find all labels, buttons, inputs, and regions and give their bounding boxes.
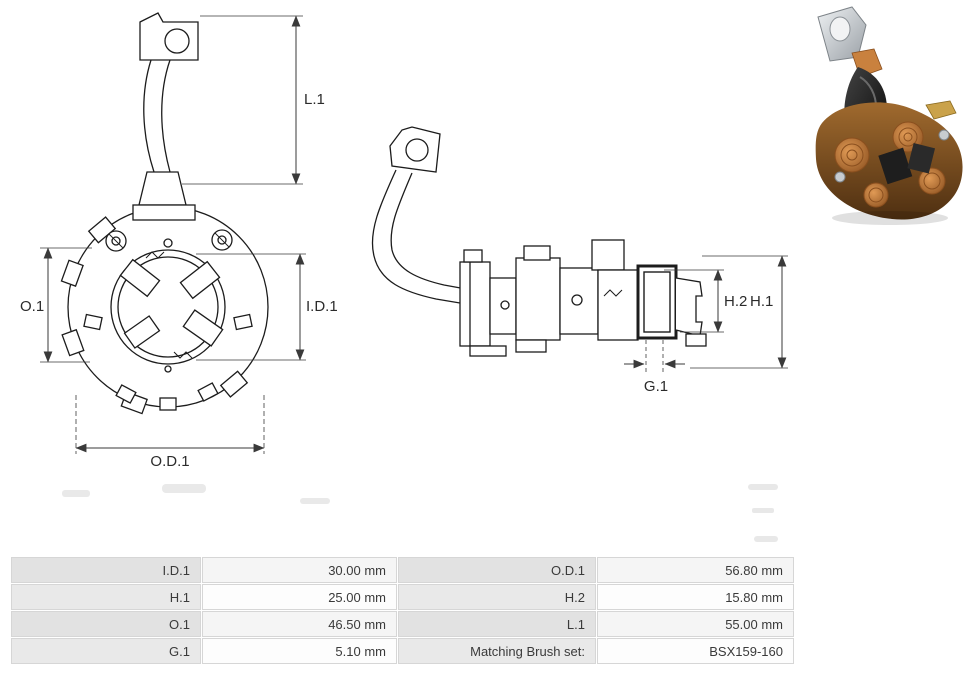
- brush-boxes: [119, 258, 224, 349]
- lead-wire: [390, 172, 467, 290]
- lead-wire: [371, 169, 467, 305]
- pilot-hole: [164, 365, 172, 373]
- brush-springs: [145, 251, 193, 359]
- table-row: G.1 5.10 mm Matching Brush set: BSX159-1…: [11, 638, 794, 664]
- dim-label-l1: L.1: [304, 91, 325, 108]
- spec-value: 30.00 mm: [202, 557, 397, 583]
- dim-label-od1: O.D.1: [150, 453, 189, 470]
- photo-copper-coils: [834, 121, 946, 208]
- spec-value: 46.50 mm: [202, 611, 397, 637]
- side-view-dimensions: [624, 255, 788, 374]
- photo-brush-blocks: [878, 142, 936, 185]
- spec-label: O.1: [11, 611, 201, 637]
- inner-ring: [110, 249, 226, 365]
- table-row: H.1 25.00 mm H.2 15.80 mm: [11, 584, 794, 610]
- holder-body: [459, 239, 707, 357]
- spec-value: 25.00 mm: [202, 584, 397, 610]
- spec-value: 55.00 mm: [597, 611, 794, 637]
- bottom-notches: [115, 382, 219, 411]
- watermark: [62, 484, 778, 542]
- dim-label-id1: I.D.1: [306, 298, 338, 315]
- technical-drawing: L.1 O.1 I.D.1 O.D.1: [20, 6, 963, 542]
- front-view-dimensions: [40, 15, 306, 454]
- product-photo: [815, 6, 963, 225]
- spec-value: BSX159-160: [597, 638, 794, 664]
- dim-label-h2: H.2: [724, 293, 747, 310]
- spec-label: G.1: [11, 638, 201, 664]
- inner-ring: [117, 256, 219, 358]
- spec-label: L.1: [398, 611, 596, 637]
- spec-value: 5.10 mm: [202, 638, 397, 664]
- spec-label: Matching Brush set:: [398, 638, 596, 664]
- spec-label: O.D.1: [398, 557, 596, 583]
- dim-label-g1: G.1: [644, 378, 668, 395]
- ring-lugs: [83, 313, 253, 331]
- table-row: O.1 46.50 mm L.1 55.00 mm: [11, 611, 794, 637]
- lead-wire: [161, 59, 171, 173]
- spec-value: 15.80 mm: [597, 584, 794, 610]
- spec-label: H.1: [11, 584, 201, 610]
- pilot-hole: [163, 238, 173, 248]
- dim-label-o1: O.1: [20, 298, 44, 315]
- lead-wire: [143, 59, 155, 173]
- terminal-hole: [164, 28, 190, 54]
- lead-block: [138, 171, 187, 206]
- screw-ear: [105, 229, 233, 252]
- side-view-drawing: [371, 126, 707, 357]
- table-row: I.D.1 30.00 mm O.D.1 56.80 mm: [11, 557, 794, 583]
- spec-value: 56.80 mm: [597, 557, 794, 583]
- terminal-hole: [405, 138, 429, 162]
- dimensions-table: I.D.1 30.00 mm O.D.1 56.80 mm H.1 25.00 …: [10, 556, 795, 665]
- spec-label: H.2: [398, 584, 596, 610]
- spec-label: I.D.1: [11, 557, 201, 583]
- lead-mount: [132, 204, 196, 221]
- front-view-drawing: [60, 12, 269, 415]
- dim-label-h1: H.1: [750, 293, 773, 310]
